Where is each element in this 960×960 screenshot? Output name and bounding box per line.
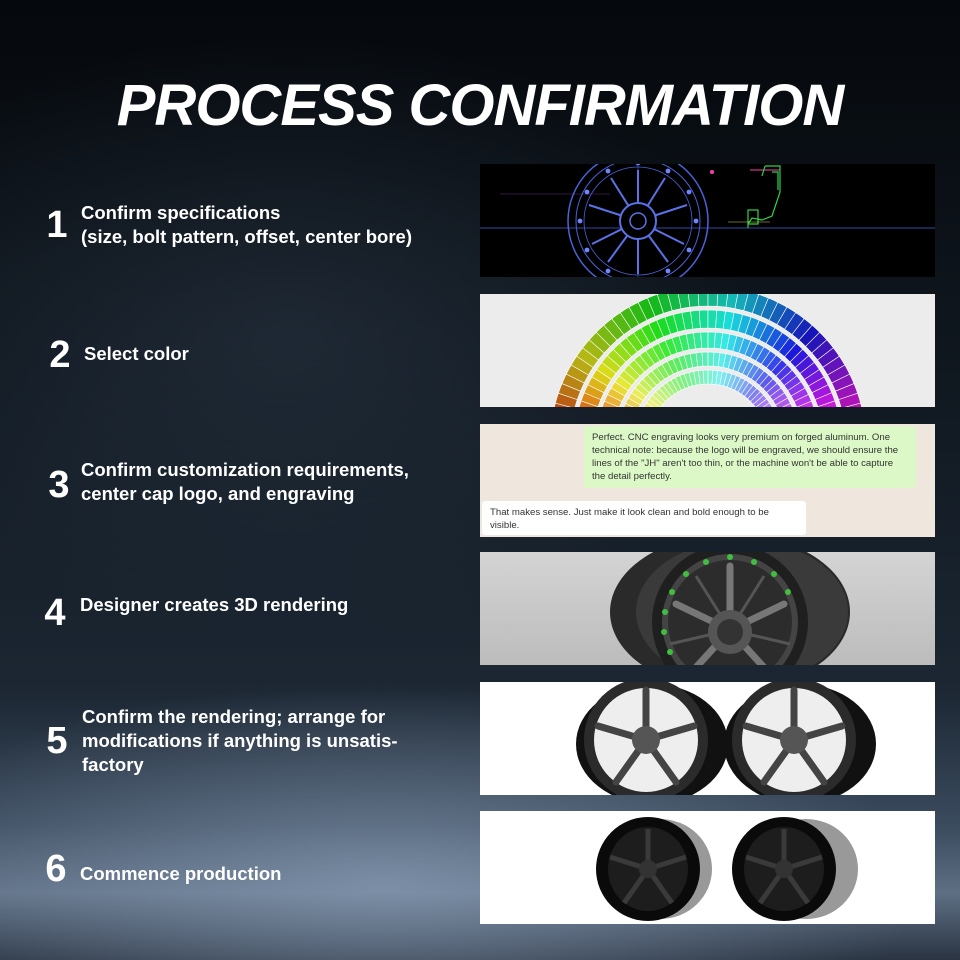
wheel-3d-rendering: [610, 552, 850, 665]
color-swatch-panel: [480, 294, 935, 407]
step-label-line: Confirm the rendering; arrange for: [82, 706, 386, 727]
step-label: Commence production: [80, 862, 460, 886]
step-6: 6 Commence production: [0, 811, 960, 924]
step-label: Confirm specifications (size, bolt patte…: [81, 201, 461, 249]
incoming-chat-bubble: That makes sense. Just make it look clea…: [482, 501, 806, 535]
chat-screenshot-panel: Perfect. CNC engraving looks very premiu…: [480, 424, 935, 537]
step-label-line: (size, bolt pattern, offset, center bore…: [81, 226, 412, 247]
color-swatch: [762, 402, 773, 407]
step-label-line: Confirm customization requirements,: [81, 459, 409, 480]
step-4: 4 Designer creates 3D rendering: [0, 552, 960, 665]
step-5: 5 Confirm the rendering; arrange for mod…: [0, 682, 960, 795]
cad-drawing-panel: [480, 164, 935, 277]
step-label: Designer creates 3D rendering: [80, 593, 460, 617]
color-swatch: [782, 402, 793, 407]
page-title: PROCESS CONFIRMATION: [116, 73, 845, 138]
step-number: 4: [44, 592, 66, 634]
color-swatch: [817, 400, 838, 407]
step-label-line: center cap logo, and engraving: [81, 483, 355, 504]
step-label-line: modifications if anything is unsatis-: [82, 730, 398, 751]
step-number: 1: [46, 204, 68, 246]
color-swatch: [838, 392, 861, 407]
step-label-line: Confirm specifications: [81, 202, 281, 223]
color-swatch: [697, 294, 709, 307]
step-label: Select color: [84, 342, 464, 366]
step-number: 3: [48, 464, 70, 506]
step-1: 1 Confirm specifications (size, bolt pat…: [0, 164, 960, 277]
color-swatch: [701, 351, 709, 367]
rendering-panel: [480, 552, 935, 665]
rendering-confirmation-panel: [480, 682, 935, 795]
color-swatch: [796, 400, 815, 407]
color-swatch: [700, 331, 709, 349]
finished-wheels-photo: [596, 817, 858, 921]
step-label-line: Commence production: [80, 863, 282, 884]
step-label-line: factory: [82, 754, 144, 775]
step-label: Confirm customization requirements, cent…: [81, 458, 461, 506]
outgoing-chat-bubble: Perfect. CNC engraving looks very premiu…: [584, 426, 916, 488]
color-swatch: [707, 294, 719, 307]
step-number: 6: [45, 848, 67, 890]
color-swatch: [646, 398, 661, 407]
color-swatch: [707, 309, 718, 329]
color-fan-image: [554, 294, 862, 407]
step-number: 2: [49, 334, 71, 376]
color-swatch: [643, 402, 654, 407]
step-number: 5: [46, 720, 68, 762]
production-panel: [480, 811, 935, 924]
two-wheel-renderings: [576, 682, 876, 795]
color-swatch: [793, 394, 812, 407]
color-swatch: [702, 369, 709, 385]
step-label: Confirm the rendering; arrange for modif…: [82, 705, 472, 777]
color-swatch: [844, 402, 862, 407]
step-label-line: Designer creates 3D rendering: [80, 594, 349, 615]
color-swatch: [775, 397, 791, 407]
color-swatch: [752, 394, 768, 407]
cad-wheel-drawing: [480, 164, 935, 277]
color-swatch: [698, 309, 709, 329]
step-3: 3 Confirm customization requirements, ce…: [0, 424, 960, 537]
step-label-line: Select color: [84, 343, 189, 364]
step-2: 2 Select color: [0, 294, 960, 407]
